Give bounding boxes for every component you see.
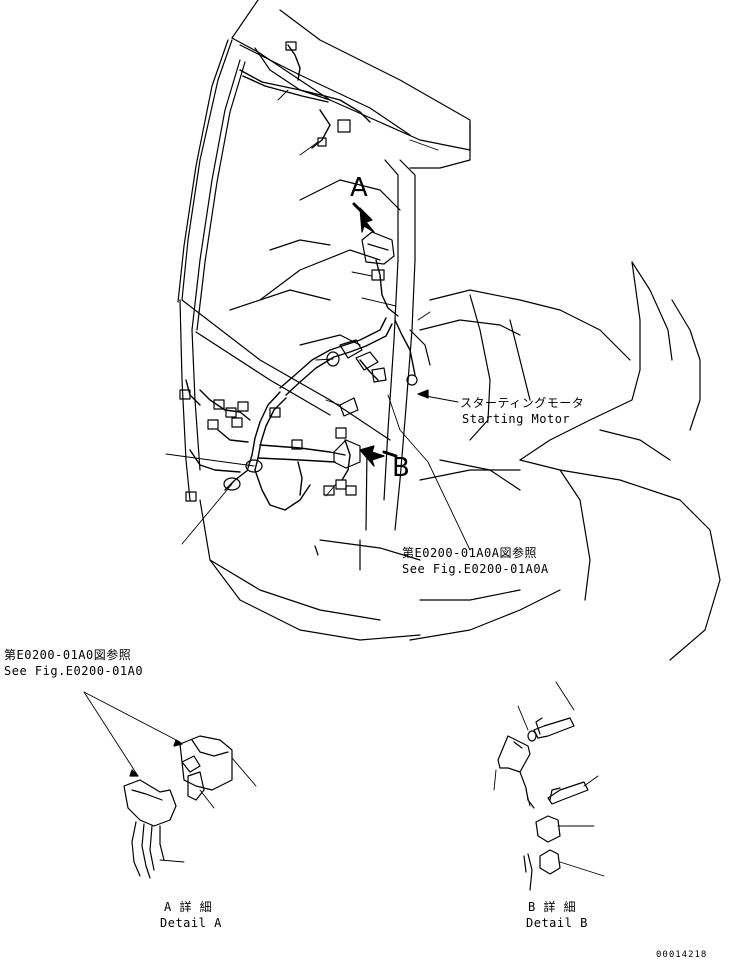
ref-main-label-en: See Fig.E0200-01A0A <box>402 562 549 576</box>
ref-main-label-jp: 第E0200-01A0A図参照 <box>402 546 537 560</box>
ref-detail-label-en: See Fig.E0200-01A0 <box>4 664 144 678</box>
leader-lines <box>165 89 471 551</box>
detail-a-drawing <box>83 691 257 879</box>
detail-a-title-jp: A 詳 細 <box>164 900 213 914</box>
wire-harness <box>185 44 416 511</box>
detail-b-title-jp: B 詳 細 <box>528 900 577 914</box>
detail-b-title-en: Detail B <box>526 916 588 930</box>
view-arrows <box>352 202 429 467</box>
detail-a-title-en: Detail A <box>160 916 222 930</box>
engine-body <box>199 179 721 661</box>
view-b-callout: B <box>392 453 410 483</box>
detail-b-drawing <box>493 681 605 891</box>
starting-motor-label-en: Starting Motor <box>462 412 571 426</box>
connectors <box>179 41 431 502</box>
figure-number: 00014218 <box>656 950 708 960</box>
ref-detail-label-jp: 第E0200-01A0図参照 <box>4 648 132 662</box>
view-a-callout: A <box>350 173 368 203</box>
cab-frame <box>177 0 471 531</box>
starting-motor-label-jp: スターティングモータ <box>460 396 585 410</box>
